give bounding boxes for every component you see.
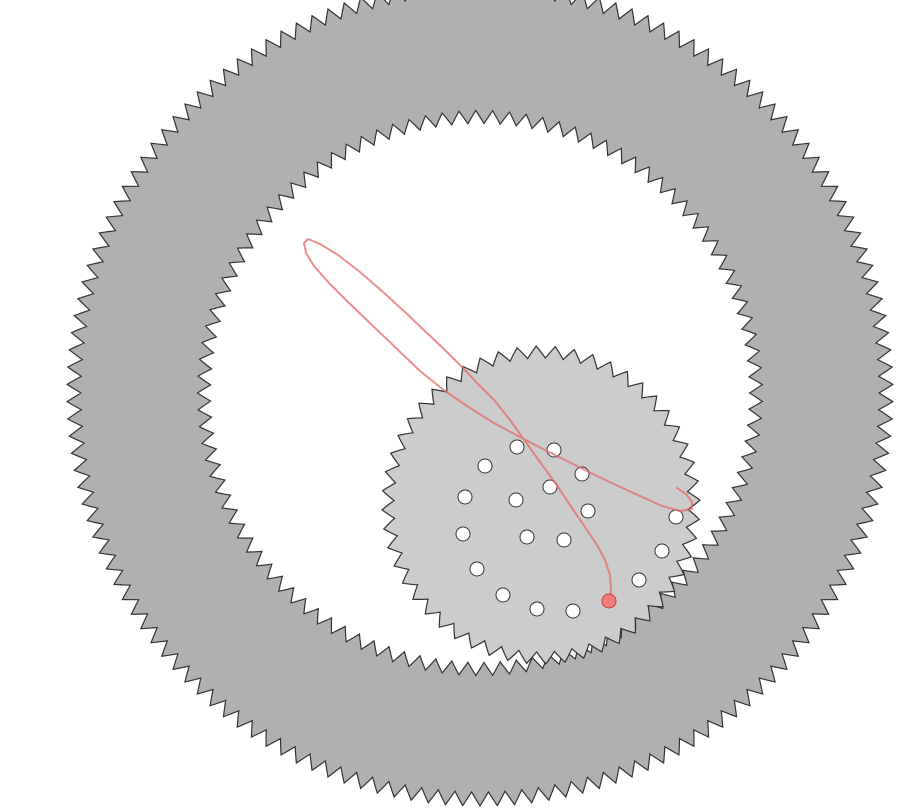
pen-hole[interactable] xyxy=(529,601,545,617)
pen-hole[interactable] xyxy=(509,439,525,455)
pen-trace xyxy=(303,238,693,602)
pen-hole[interactable] xyxy=(668,509,684,525)
selected-pen-hole[interactable] xyxy=(601,593,617,609)
pen-hole[interactable] xyxy=(654,543,670,559)
pen-hole-group[interactable] xyxy=(455,439,684,619)
pen-hole[interactable] xyxy=(495,587,511,603)
wheel-gear[interactable] xyxy=(381,345,701,665)
wheel-gear-group[interactable] xyxy=(381,345,701,665)
outer-ring-gear[interactable] xyxy=(65,0,895,808)
pen-hole[interactable] xyxy=(457,489,473,505)
pen-hole[interactable] xyxy=(508,492,524,508)
pen-hole[interactable] xyxy=(556,532,572,548)
pen-hole[interactable] xyxy=(580,503,596,519)
pen-hole[interactable] xyxy=(631,572,647,588)
pen-hole[interactable] xyxy=(469,561,485,577)
pen-hole[interactable] xyxy=(519,529,535,545)
pen-hole[interactable] xyxy=(565,603,581,619)
pen-hole[interactable] xyxy=(477,458,493,474)
pen-hole[interactable] xyxy=(455,526,471,542)
